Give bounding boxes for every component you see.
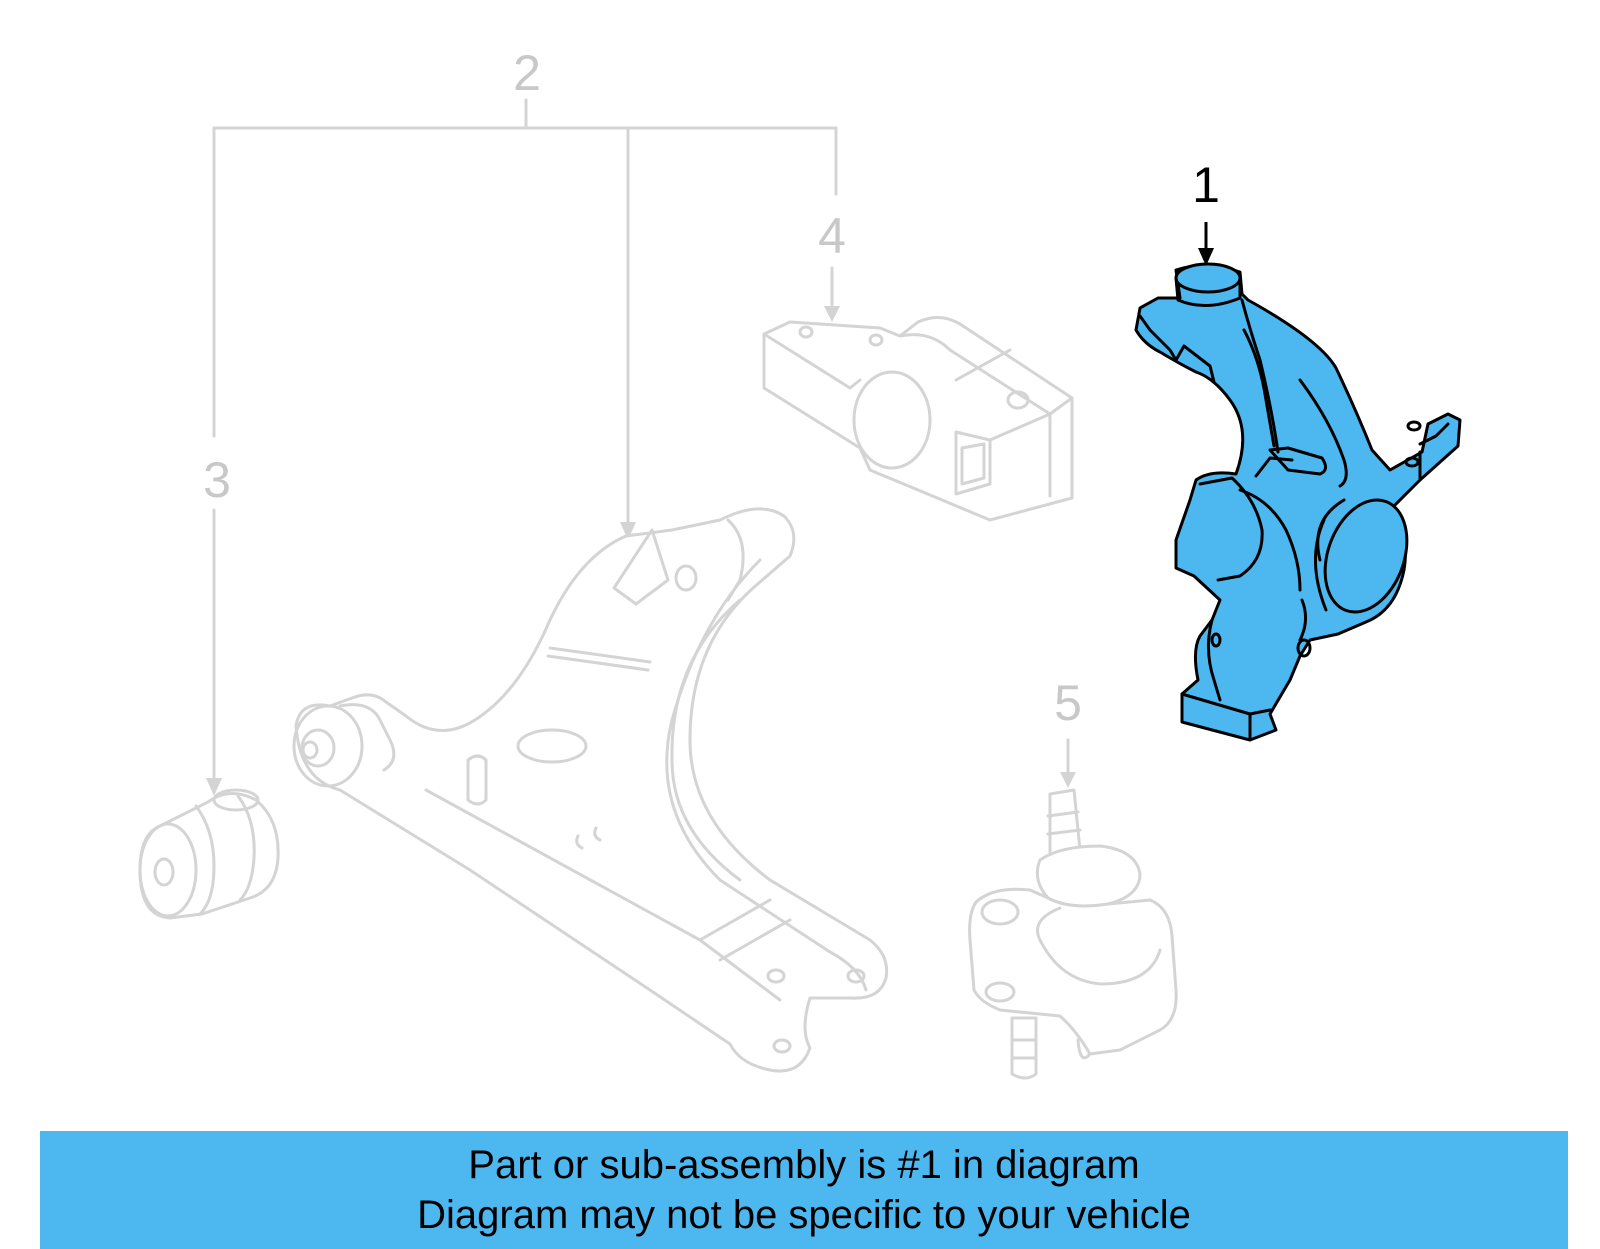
banner-line-2: Diagram may not be specific to your vehi… (417, 1193, 1191, 1237)
callout-2-label: 2 (513, 45, 541, 101)
callout-5-label: 5 (1054, 675, 1082, 731)
part-4-bushing-bracket (762, 316, 1074, 522)
part-2-control-arm (292, 507, 889, 1073)
part-3-bushing (138, 788, 280, 920)
diagram-svg: 2 3 4 5 1 (138, 45, 1462, 1080)
callout-3-leader (206, 508, 222, 796)
callout-1-leader (1198, 222, 1214, 266)
callout-2-leader (212, 98, 838, 540)
callout-5-leader (1060, 738, 1076, 788)
part-1-steering-knuckle (1134, 262, 1462, 742)
callout-4-label: 4 (818, 208, 846, 264)
info-banner: Part or sub-assembly is #1 in diagram Di… (40, 1131, 1568, 1249)
callout-1-label: 1 (1192, 157, 1220, 213)
callout-4-leader (824, 266, 840, 322)
callout-3-label: 3 (203, 452, 231, 508)
banner-line-1: Part or sub-assembly is #1 in diagram (468, 1143, 1140, 1187)
part-5-ball-joint (968, 788, 1178, 1080)
